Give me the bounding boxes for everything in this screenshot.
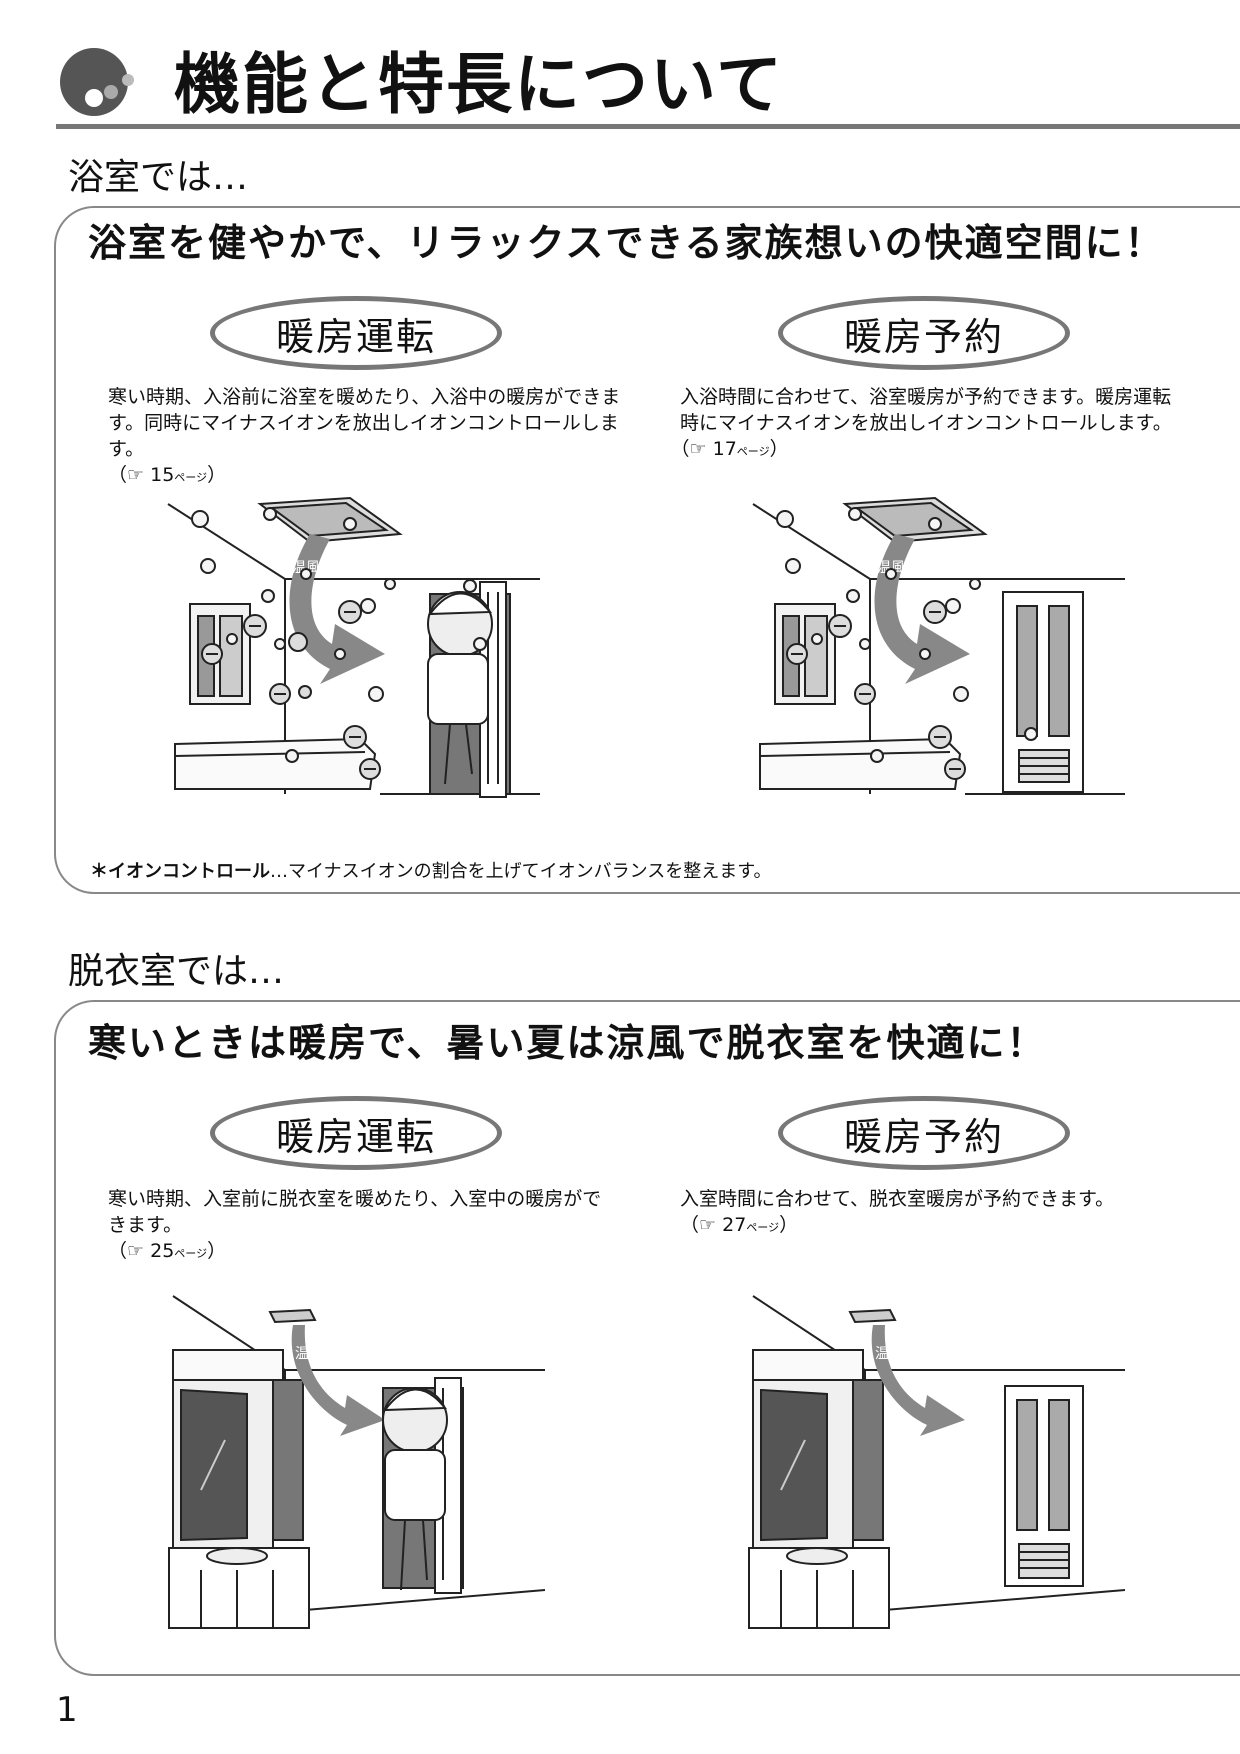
dressing-heating-illustration: 温風 xyxy=(168,1295,546,1629)
section-bullet-icon xyxy=(60,48,134,116)
bathroom-right-description: 入浴時間に合わせて、浴室暖房が予約できます。暖房運転時にマイナスイオンを放出しイ… xyxy=(680,384,1180,465)
bathroom-left-description: 寒い時期、入浴前に浴室を暖めたり、入浴中の暖房ができます。同時にマイナスイオンを… xyxy=(108,384,628,491)
bathroom-heating-illustration: 温風 xyxy=(167,496,540,798)
dressing-reservation-illustration: 温風 xyxy=(748,1295,1126,1629)
page-number: 1 xyxy=(56,1690,78,1730)
footnote-term: ＊イオンコントロール xyxy=(90,861,270,882)
header-rule xyxy=(56,124,1240,129)
section-heading-dressing-room: 脱衣室では… xyxy=(68,951,285,992)
dressing-right-description: 入室時間に合わせて、脱衣室暖房が予約できます。 （☞ 27ページ） xyxy=(680,1186,1180,1241)
bathroom-panel xyxy=(54,206,1240,894)
pointing-hand-icon: ☞ xyxy=(127,464,145,486)
description-text: 入室時間に合わせて、脱衣室暖房が予約できます。 xyxy=(680,1188,1115,1210)
pill-heating-operation-bathroom: 暖房運転 xyxy=(210,296,502,370)
page-reference: （☞ 27ページ） xyxy=(680,1214,799,1236)
page-title: 機能と特長について xyxy=(174,46,785,123)
page-reference: （☞ 25ページ） xyxy=(108,1240,227,1262)
pointing-hand-icon: ☞ xyxy=(127,1240,145,1262)
airflow-label: 温風 xyxy=(875,1346,903,1362)
pill-heating-reservation-bathroom: 暖房予約 xyxy=(778,296,1070,370)
ion-control-footnote: ＊イオンコントロール…マイナスイオンの割合を上げてイオンバランスを整えます。 xyxy=(90,857,771,883)
bathroom-reservation-illustration: 温風 xyxy=(752,496,1125,795)
page-reference: （☞ 15ページ） xyxy=(108,464,227,486)
reference-page-number: 27 xyxy=(722,1214,747,1236)
pointing-hand-icon: ☞ xyxy=(699,1214,717,1236)
footnote-text: …マイナスイオンの割合を上げてイオンバランスを整えます。 xyxy=(270,861,772,882)
dressing-room-panel xyxy=(54,1000,1240,1676)
page-reference: （☞ 17ページ） xyxy=(680,438,789,460)
dressing-left-description: 寒い時期、入室前に脱衣室を暖めたり、入室中の暖房ができます。 （☞ 25ページ） xyxy=(108,1186,618,1267)
description-text: 寒い時期、入浴前に浴室を暖めたり、入浴中の暖房ができます。同時にマイナスイオンを… xyxy=(108,386,621,460)
pill-heating-reservation-dressing: 暖房予約 xyxy=(778,1096,1070,1170)
airflow-label: 温風 xyxy=(295,1346,323,1362)
pointing-hand-icon: ☞ xyxy=(689,438,707,460)
reference-page-number: 25 xyxy=(150,1240,175,1262)
dressing-room-headline: 寒いときは暖房で、暑い夏は涼風で脱衣室を快適に！ xyxy=(88,1021,1047,1065)
description-text: 寒い時期、入室前に脱衣室を暖めたり、入室中の暖房ができます。 xyxy=(108,1188,602,1236)
pill-heating-operation-dressing: 暖房運転 xyxy=(210,1096,502,1170)
description-text: 入浴時間に合わせて、浴室暖房が予約できます。暖房運転時にマイナスイオンを放出しイ… xyxy=(680,386,1172,434)
section-heading-bathroom: 浴室では… xyxy=(68,157,249,198)
reference-page-number: 15 xyxy=(150,464,175,486)
bathroom-headline: 浴室を健やかで、リラックスできる家族想いの快適空間に！ xyxy=(88,221,1165,265)
reference-page-number: 17 xyxy=(712,438,737,460)
